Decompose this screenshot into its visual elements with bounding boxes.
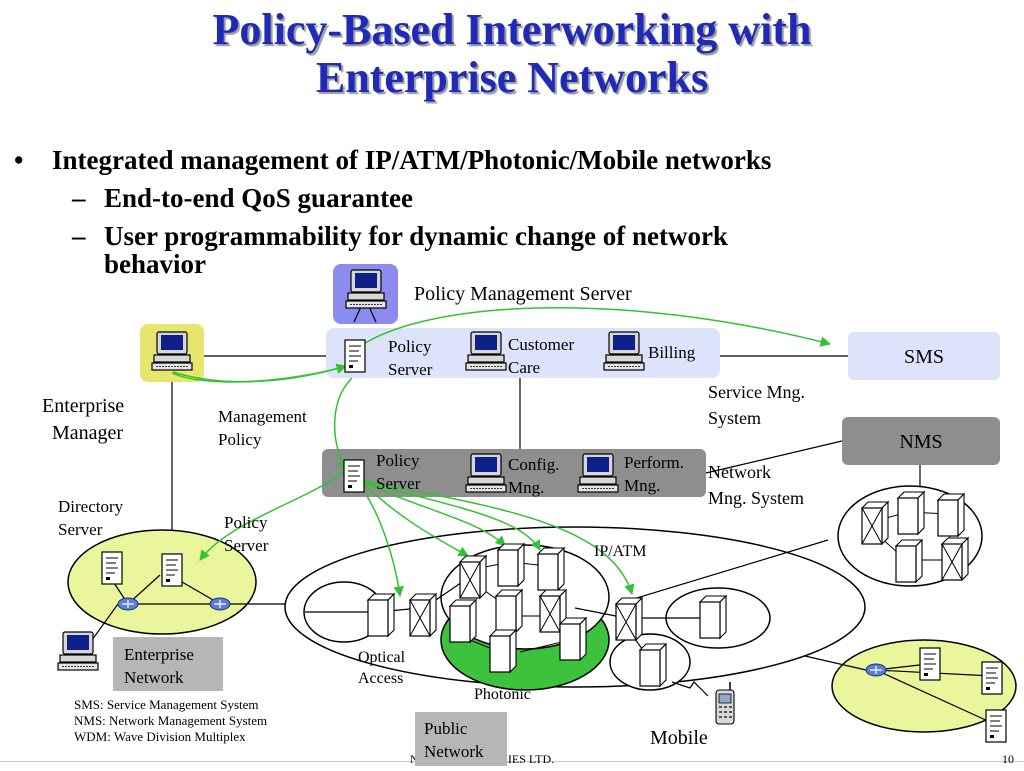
management-policy-label: Management bbox=[218, 407, 307, 426]
pc-terminal-icon bbox=[465, 331, 507, 371]
config-mng-label: Config. bbox=[508, 455, 559, 474]
atm-switch-icon bbox=[941, 537, 969, 581]
ip-router-box-icon bbox=[537, 547, 565, 591]
billing-label: Billing bbox=[648, 343, 696, 362]
photonic-label: Photonic bbox=[474, 686, 531, 703]
policy-management-server-label: Policy Management Server bbox=[414, 283, 632, 305]
perform-mng-label-2: Mng. bbox=[624, 476, 660, 495]
title-line-1: Policy-Based Interworking with bbox=[212, 5, 812, 54]
config-mng-label-2: Mng. bbox=[508, 478, 544, 497]
atm-switch-icon bbox=[861, 501, 889, 545]
pc-terminal-icon bbox=[577, 453, 619, 493]
atm-switch-icon bbox=[409, 593, 437, 637]
management-policy-label-2: Policy bbox=[218, 430, 262, 449]
enterprise-network-label: Enterprise bbox=[124, 645, 194, 664]
pc-terminal-icon bbox=[345, 269, 387, 309]
router-icon bbox=[117, 597, 139, 611]
perform-mng-label: Perform. bbox=[624, 453, 684, 472]
directory-server-label: Directory bbox=[58, 497, 124, 516]
slide-title: Policy-Based Interworking with Enterpris… bbox=[0, 6, 1024, 102]
policy-server-enterprise-label-2: Server bbox=[224, 536, 269, 555]
enterprise-network-label-2: Network bbox=[124, 668, 184, 687]
customer-care-label: Customer bbox=[508, 335, 574, 354]
policy-server-service-label-2: Server bbox=[388, 360, 433, 379]
server-document-icon bbox=[101, 551, 123, 585]
public-network-label: Public bbox=[424, 719, 468, 738]
pc-terminal-icon bbox=[603, 331, 645, 371]
dash-marker-2: – bbox=[72, 221, 86, 251]
atm-switch-icon bbox=[459, 555, 487, 599]
ip-router-box-icon bbox=[495, 589, 523, 633]
policy-distribution-arrows bbox=[171, 307, 832, 598]
policy-server-network-label-2: Server bbox=[376, 474, 421, 493]
router-icon bbox=[209, 597, 231, 611]
nms-label: NMS bbox=[899, 431, 942, 453]
ip-router-box-icon bbox=[895, 539, 923, 583]
legend-nms: NMS: Network Management System bbox=[74, 713, 267, 728]
sms-label: SMS bbox=[904, 346, 944, 368]
mobile-label: Mobile bbox=[650, 727, 708, 749]
optical-access-label-2: Access bbox=[358, 670, 403, 687]
server-document-icon bbox=[161, 553, 183, 587]
service-mng-system-label: Service Mng. bbox=[708, 382, 805, 402]
server-document-icon bbox=[985, 709, 1007, 743]
policy-server-enterprise-label: Policy bbox=[224, 513, 268, 532]
footer-company: NTT LABORATORIES LTD. bbox=[410, 752, 555, 766]
customer-care-label-2: Care bbox=[508, 358, 540, 377]
server-document-icon bbox=[343, 459, 365, 493]
policy-server-network-label: Policy bbox=[376, 451, 420, 470]
service-mng-system-label-2: System bbox=[708, 408, 761, 428]
nms-box bbox=[842, 417, 1000, 465]
router-icon bbox=[865, 663, 887, 677]
mobile-phone-icon bbox=[715, 682, 735, 725]
pc-terminal-icon bbox=[57, 631, 99, 671]
sub-bullet-programmability: User programmability for dynamic change … bbox=[104, 221, 728, 251]
enterprise-network-label-box bbox=[113, 637, 223, 691]
directory-server-label-2: Server bbox=[58, 520, 103, 539]
pc-terminal-icon bbox=[465, 453, 507, 493]
wdm-node-icon bbox=[449, 599, 477, 643]
server-document-icon bbox=[981, 661, 1003, 695]
bullet-marker: • bbox=[14, 145, 24, 175]
dash-marker-1: – bbox=[72, 183, 86, 213]
sms-box bbox=[848, 332, 1000, 380]
ip-router-box-icon bbox=[699, 595, 727, 639]
wdm-node-icon bbox=[489, 629, 517, 673]
mobile-base-station-icon bbox=[639, 643, 667, 687]
server-document-icon bbox=[344, 339, 366, 373]
legend-wdm: WDM: Wave Division Multiplex bbox=[74, 729, 246, 744]
ip-atm-label: IP/ATM bbox=[594, 543, 646, 560]
policy-server-service-label: Policy bbox=[388, 337, 432, 356]
ip-router-box-icon bbox=[937, 493, 965, 537]
legend-sms: SMS: Service Management System bbox=[74, 697, 259, 712]
enterprise-manager-label-2: Manager bbox=[52, 422, 123, 444]
wdm-node-icon bbox=[559, 617, 587, 661]
title-line-2: Enterprise Networks bbox=[315, 53, 709, 102]
ip-router-box-icon bbox=[897, 491, 925, 535]
atm-switch-icon bbox=[615, 597, 643, 641]
server-document-icon bbox=[919, 647, 941, 681]
pc-terminal-icon bbox=[151, 331, 193, 371]
network-mng-system-label: Network bbox=[708, 462, 771, 482]
enterprise-manager-label: Enterprise bbox=[42, 395, 124, 417]
sub-bullet-qos: End-to-end QoS guarantee bbox=[104, 183, 414, 213]
optical-node-icon bbox=[367, 593, 395, 637]
footer-rule bbox=[0, 761, 1024, 762]
page-number: 10 bbox=[1002, 752, 1014, 766]
ip-router-box-icon bbox=[497, 543, 525, 587]
remote-lan bbox=[831, 639, 1017, 733]
optical-access-label: Optical bbox=[358, 649, 406, 666]
sub-bullet-programmability-cont: behavior bbox=[104, 249, 207, 279]
network-mng-system-label-2: Mng. System bbox=[708, 488, 804, 508]
bullet-main: Integrated management of IP/ATM/Photonic… bbox=[52, 145, 772, 175]
